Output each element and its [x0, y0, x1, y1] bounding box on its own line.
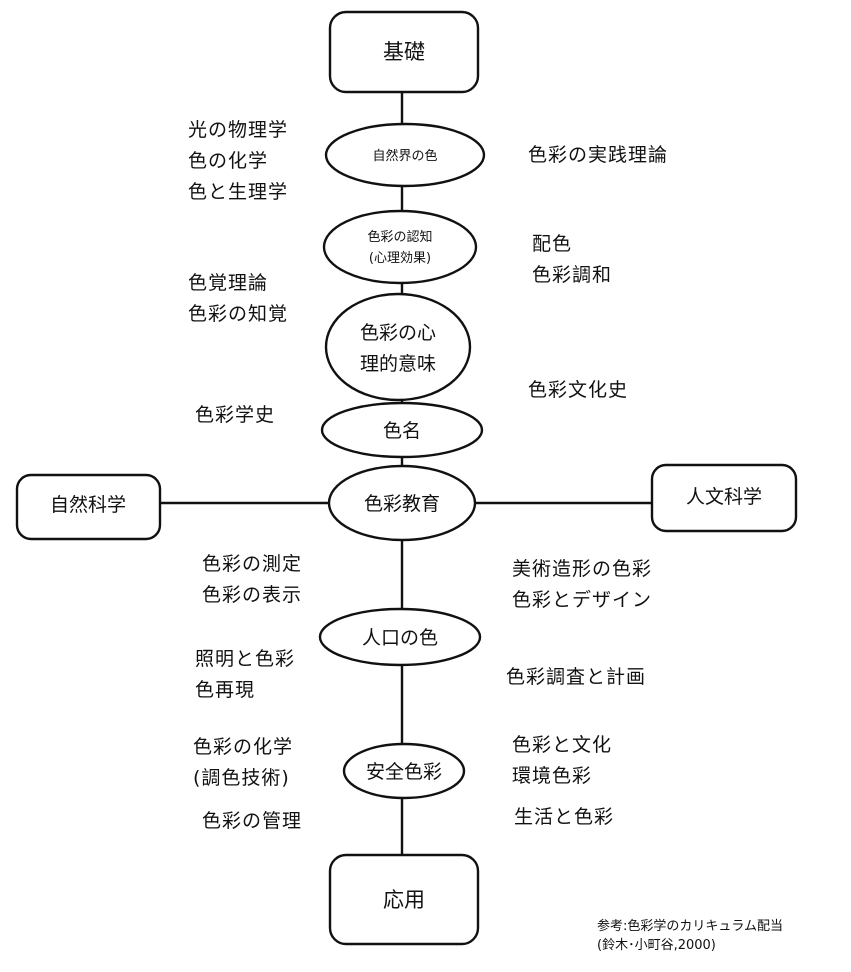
label-right-6: 色彩と文化 環境色彩	[512, 730, 612, 792]
text-line: 生活と色彩	[514, 806, 615, 828]
ninchi-node	[322, 209, 478, 285]
label-left-3: 色彩学史	[195, 400, 275, 431]
text-line: 配色	[532, 233, 573, 255]
text-line: 色彩の化学	[193, 736, 294, 758]
ninchi-label-line2: (心理効果)	[369, 251, 431, 266]
credit-line-2: (鈴木･小町谷,2000)	[597, 938, 716, 953]
jinko-node	[318, 607, 482, 667]
text-line: 色彩の表示	[202, 584, 303, 606]
text-line: 色彩の知覚	[188, 303, 289, 325]
text-line: 環境色彩	[512, 765, 593, 787]
kiso-box	[328, 10, 480, 94]
kyoiku-label: 色彩教育	[364, 493, 440, 515]
label-right-4: 美術造形の色彩 色彩とデザイン	[512, 554, 652, 616]
shinri-node	[324, 292, 472, 402]
ninchi-label-line1: 色彩の認知	[367, 229, 432, 245]
text-line: 色彩の測定	[202, 553, 303, 575]
anzen-node	[342, 742, 466, 800]
text-line: 色彩と文化	[512, 734, 613, 756]
shinri-label-line1: 色彩の心	[360, 322, 436, 344]
text-line: 色と生理学	[188, 181, 289, 203]
jinbun-kagaku-label: 人文科学	[686, 486, 762, 508]
label-right-3: 色彩文化史	[528, 375, 628, 406]
text-line: 色の化学	[188, 150, 269, 172]
oyo-label: 応用	[383, 888, 425, 912]
label-left-5: 照明と色彩 色再現	[195, 644, 295, 706]
text-line: 色彩文化史	[528, 379, 629, 401]
text-line: 美術造形の色彩	[512, 558, 653, 580]
shizen-kagaku-label: 自然科学	[50, 494, 126, 516]
kiso-label: 基礎	[383, 40, 425, 64]
text-line: 色彩とデザイン	[512, 589, 653, 611]
anzen-label: 安全色彩	[366, 761, 442, 783]
label-left-2: 色覚理論 色彩の知覚	[188, 268, 288, 330]
shikimei-node	[320, 401, 484, 459]
oyo-box	[328, 853, 480, 946]
shikimei-label: 色名	[383, 420, 421, 442]
text-line: 色彩学史	[195, 404, 276, 426]
jinbun-kagaku-box	[650, 463, 798, 533]
text-line: 色彩調査と計画	[506, 666, 647, 688]
label-left-6: 色彩の化学 (調色技術)	[193, 732, 293, 794]
kyoiku-node	[327, 464, 477, 542]
label-left-7: 色彩の管理	[202, 806, 302, 837]
label-right-1: 色彩の実践理論	[528, 140, 668, 171]
shizenkai-node	[324, 122, 486, 188]
label-right-5: 色彩調査と計画	[506, 662, 646, 693]
label-left-4: 色彩の測定 色彩の表示	[202, 549, 302, 611]
shizen-kagaku-box	[15, 473, 162, 541]
shizenkai-label: 自然界の色	[372, 148, 437, 164]
text-line: 光の物理学	[188, 119, 289, 141]
text-line: 色彩の実践理論	[528, 144, 669, 166]
reference-credit: 参考:色彩学のカリキュラム配当 (鈴木･小町谷,2000)	[597, 917, 783, 955]
text-line: 色彩調和	[532, 264, 613, 286]
label-left-1: 光の物理学 色の化学 色と生理学	[188, 115, 288, 208]
text-line: 色覚理論	[188, 272, 269, 294]
text-line: 色再現	[195, 679, 256, 701]
label-right-2: 配色 色彩調和	[532, 229, 612, 291]
label-right-7: 生活と色彩	[514, 802, 614, 833]
credit-line-1: 参考:色彩学のカリキュラム配当	[597, 919, 783, 934]
jinko-label: 人口の色	[362, 627, 438, 649]
text-line: (調色技術)	[193, 767, 290, 789]
text-line: 色彩の管理	[202, 810, 303, 832]
text-line: 照明と色彩	[195, 648, 296, 670]
shinri-label-line2: 理的意味	[360, 353, 436, 375]
